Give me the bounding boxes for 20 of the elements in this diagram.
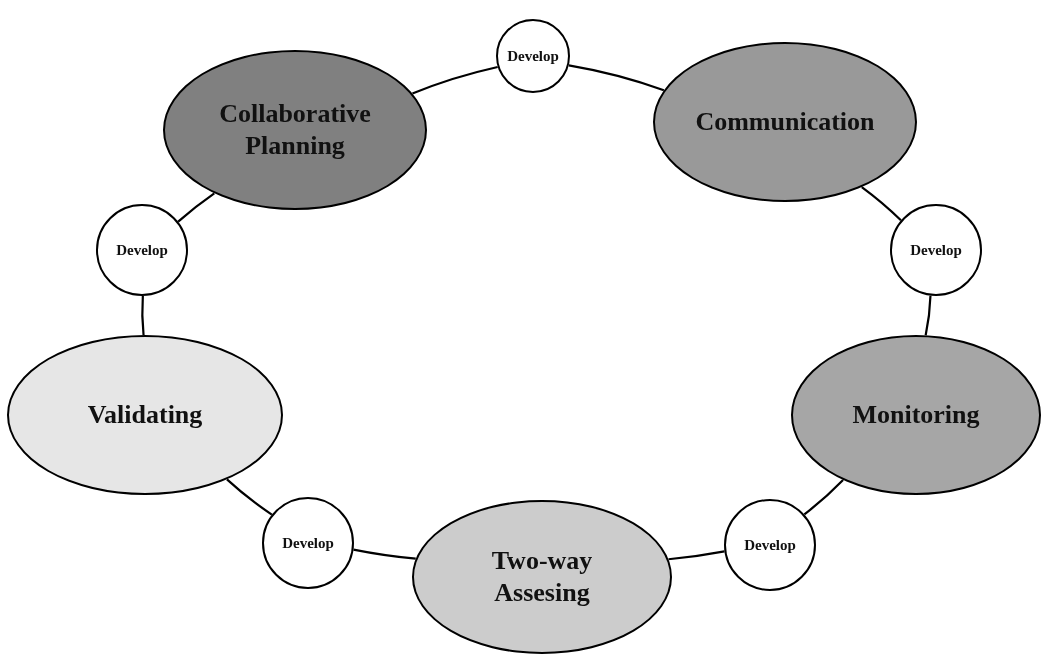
connector-line (177, 192, 215, 223)
connector-line (226, 478, 273, 516)
node-label: Monitoring (852, 398, 980, 431)
connector-line (924, 295, 932, 336)
node-label: Two-way Assesing (490, 544, 594, 609)
connector-line (568, 64, 665, 92)
node-label: Communication (695, 105, 875, 138)
connector-line (668, 550, 725, 561)
node-label: Develop (744, 535, 796, 555)
node-label: Develop (910, 240, 962, 260)
node-label: Collaborative Planning (218, 97, 372, 162)
connector-line (353, 548, 416, 560)
connector-line (412, 65, 498, 95)
node-label: Develop (507, 46, 559, 66)
connector-line (141, 295, 145, 336)
connector-line (803, 479, 844, 516)
node-label: Develop (282, 533, 334, 553)
connector-line (861, 186, 902, 222)
node-label: Develop (116, 240, 168, 260)
node-label: Validating (87, 398, 203, 431)
